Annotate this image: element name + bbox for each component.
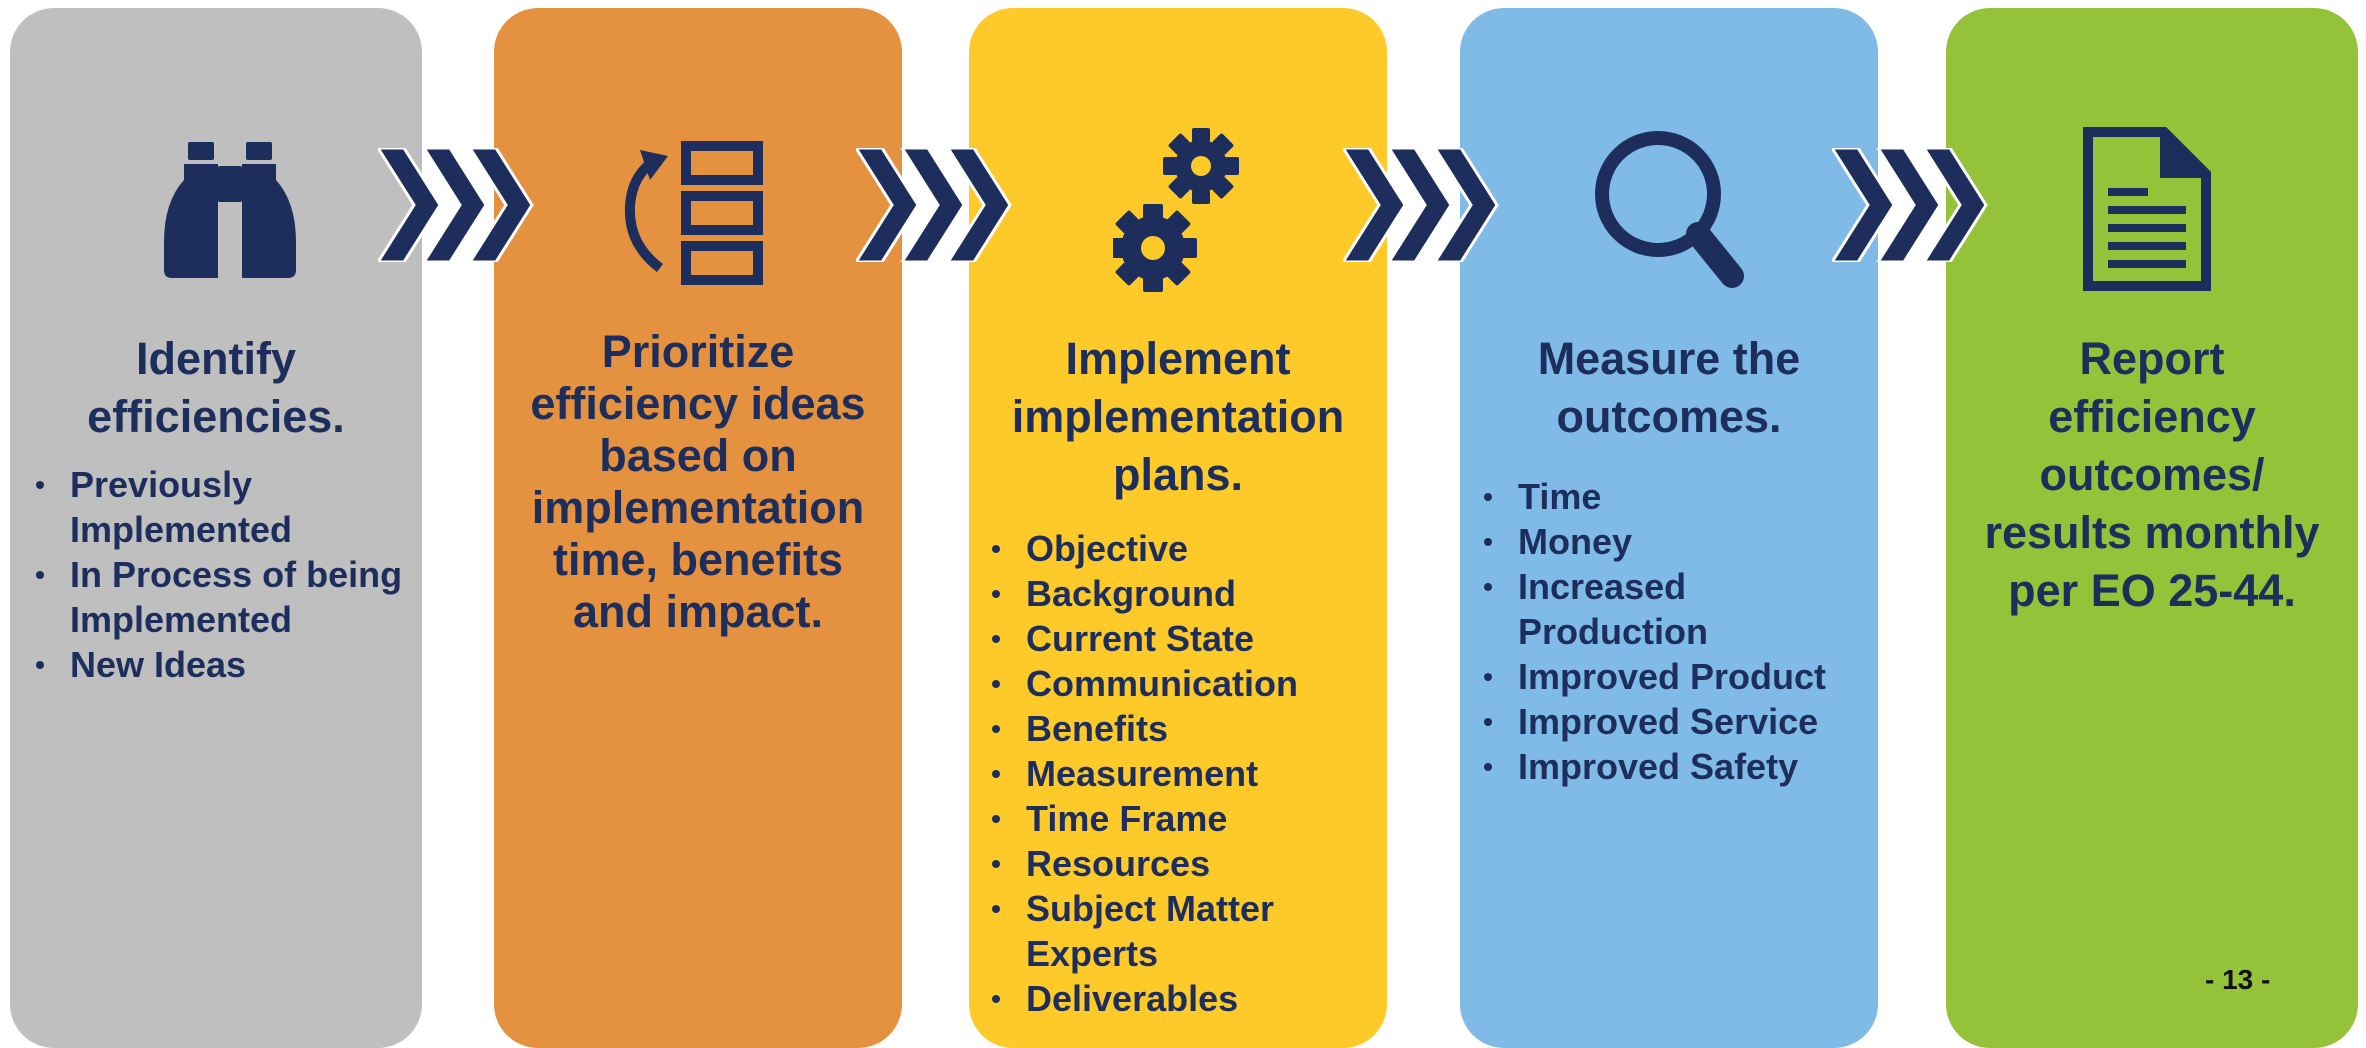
document-icon xyxy=(2083,127,2211,291)
step-title-line: efficiency xyxy=(2048,391,2256,442)
step-title-line: implementation xyxy=(1011,391,1345,442)
step-measure: Measure the outcomes. Time Money Increas… xyxy=(1460,8,1878,1048)
triple-chevron-arrow-icon xyxy=(856,148,1012,262)
list-item: Improved Product xyxy=(1484,654,1826,699)
list-item: Money xyxy=(1484,519,1826,564)
step-title-line: results monthly xyxy=(1984,507,2320,558)
list-item: Time xyxy=(1484,474,1826,519)
step-title-line: Identify xyxy=(135,333,296,384)
list-item: Deliverables xyxy=(992,976,1298,1021)
page-number: - 13 - xyxy=(2205,964,2271,995)
step-implement: Implement implementation plans. Objectiv… xyxy=(969,8,1387,1048)
triple-chevron-arrow-icon xyxy=(1343,148,1499,262)
binoculars-icon xyxy=(164,142,296,278)
list-item: Improved Safety xyxy=(1484,744,1826,789)
step-title-line: based on xyxy=(599,430,797,481)
step-title-line: Implement xyxy=(1065,333,1291,384)
step-prioritize: Prioritize efficiency ideas based on imp… xyxy=(494,8,902,1048)
step-title-line: efficiencies. xyxy=(87,391,345,442)
step-title-line: outcomes. xyxy=(1556,391,1782,442)
step-title-line: plans. xyxy=(1112,449,1244,500)
triple-chevron-arrow-icon xyxy=(1832,148,1988,262)
list-item: Objective xyxy=(992,526,1298,571)
step-title-line: time, benefits xyxy=(552,534,844,585)
step-title-line: Prioritize xyxy=(601,326,795,377)
list-item: Time Frame xyxy=(992,796,1298,841)
step-title-line: efficiency ideas xyxy=(530,378,866,429)
list-item: Improved Service xyxy=(1484,699,1826,744)
prioritize-list-icon xyxy=(624,141,763,285)
list-item: Resources xyxy=(992,841,1298,886)
triple-chevron-arrow-icon xyxy=(378,148,534,262)
gears-icon xyxy=(1113,128,1239,292)
list-item: Benefits xyxy=(992,706,1298,751)
magnifier-icon xyxy=(1595,131,1744,288)
list-item: Measurement xyxy=(992,751,1298,796)
step-title-line: implementation xyxy=(531,482,865,533)
list-item: Current State xyxy=(992,616,1298,661)
list-item: Communication xyxy=(992,661,1298,706)
step-title-line: outcomes/ xyxy=(2039,449,2265,500)
step-title-line: Measure the xyxy=(1537,333,1801,384)
step-title-line: and impact. xyxy=(572,586,824,637)
step-report: Report efficiency outcomes/ results mont… xyxy=(1946,8,2358,1048)
list-item: Background xyxy=(992,571,1298,616)
step-title-line: per EO 25-44. xyxy=(2008,565,2296,616)
list-item: New Ideas xyxy=(36,642,402,687)
step-title-line: Report xyxy=(2079,333,2225,384)
